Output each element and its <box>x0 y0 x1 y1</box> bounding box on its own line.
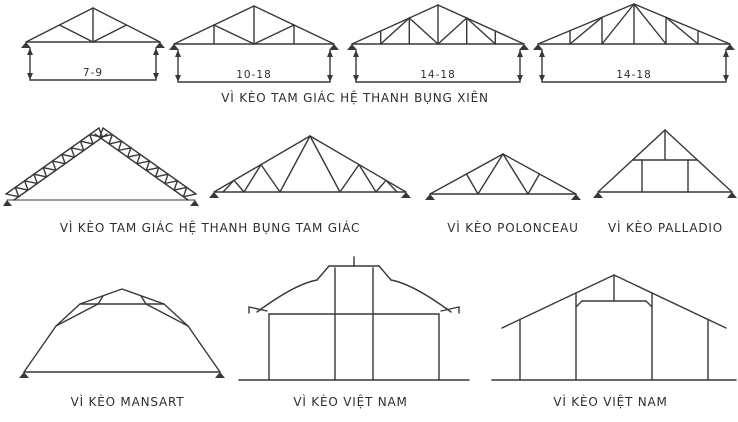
truss-web <box>569 3 699 45</box>
caption-row1-diagonal-web-trusses: VÌ KÈO TAM GIÁC HỆ THANH BỤNG XIÊN <box>221 91 489 105</box>
dimension-line <box>27 47 159 81</box>
truss-outline <box>597 129 733 193</box>
truss-outline <box>23 288 221 373</box>
truss-web <box>631 129 699 193</box>
figure-truss-fan-web: 14-18 <box>533 3 735 83</box>
figure-truss-king-post: 7-9 <box>21 7 165 81</box>
lattice-rafter-right <box>94 127 197 201</box>
figure-truss-mansart <box>19 288 225 378</box>
figure-truss-polonceau <box>425 153 581 200</box>
columns <box>268 267 440 381</box>
eave-overhang-ticks <box>248 306 460 314</box>
truss-web <box>55 295 189 327</box>
caption-palladio: VÌ KÈO PALLADIO <box>607 221 724 235</box>
clerestory-lantern <box>316 256 392 281</box>
figure-truss-triangular-web <box>209 135 411 198</box>
figure-truss-queen-posts: 10-18 <box>169 5 339 83</box>
support-icon <box>425 194 581 200</box>
caption-vietnam-1: VÌ KÈO VIỆT NAM <box>293 395 408 409</box>
support-icon <box>21 42 165 48</box>
support-icon <box>593 192 737 198</box>
figure-truss-vietnam-curved <box>238 256 470 381</box>
figure-truss-vietnam-gable <box>491 274 737 381</box>
lattice-rafter-left <box>5 127 108 201</box>
support-icon <box>533 44 735 50</box>
dimension-line <box>175 49 333 83</box>
caption-vietnam-2: VÌ KÈO VIỆT NAM <box>553 395 668 409</box>
truss-outline <box>213 135 407 193</box>
truss-web <box>380 4 497 45</box>
support-icon <box>19 372 225 378</box>
support-icon <box>209 192 411 198</box>
gable-rafters <box>501 274 727 329</box>
truss-outline <box>429 153 577 195</box>
figure-truss-palladio <box>593 129 737 198</box>
truss-web <box>58 7 128 43</box>
support-icon <box>3 200 199 206</box>
caption-triangular-web-trusses: VÌ KÈO TAM GIÁC HỆ THANH BỤNG TAM GIÁC <box>59 221 361 235</box>
span-dimension-label: 14-18 <box>616 69 652 81</box>
curved-roof <box>256 279 452 313</box>
support-icon <box>169 44 339 50</box>
support-icon <box>347 44 529 50</box>
dimension-line <box>353 49 523 83</box>
caption-mansart: VÌ KÈO MANSART <box>70 395 185 409</box>
span-dimension-label: 14-18 <box>420 69 456 81</box>
figure-truss-lattice-rafters <box>3 127 199 206</box>
king-post-and-beam <box>575 274 653 308</box>
span-dimension-label: 10-18 <box>236 69 272 81</box>
figure-truss-howe-web: 14-18 <box>347 4 529 83</box>
truss-web <box>222 135 398 193</box>
truss-web <box>213 5 295 45</box>
caption-polonceau: VÌ KÈO POLONCEAU <box>447 221 579 235</box>
truss-web <box>465 153 541 195</box>
dimension-line <box>539 49 729 83</box>
span-dimension-label: 7-9 <box>83 67 103 79</box>
